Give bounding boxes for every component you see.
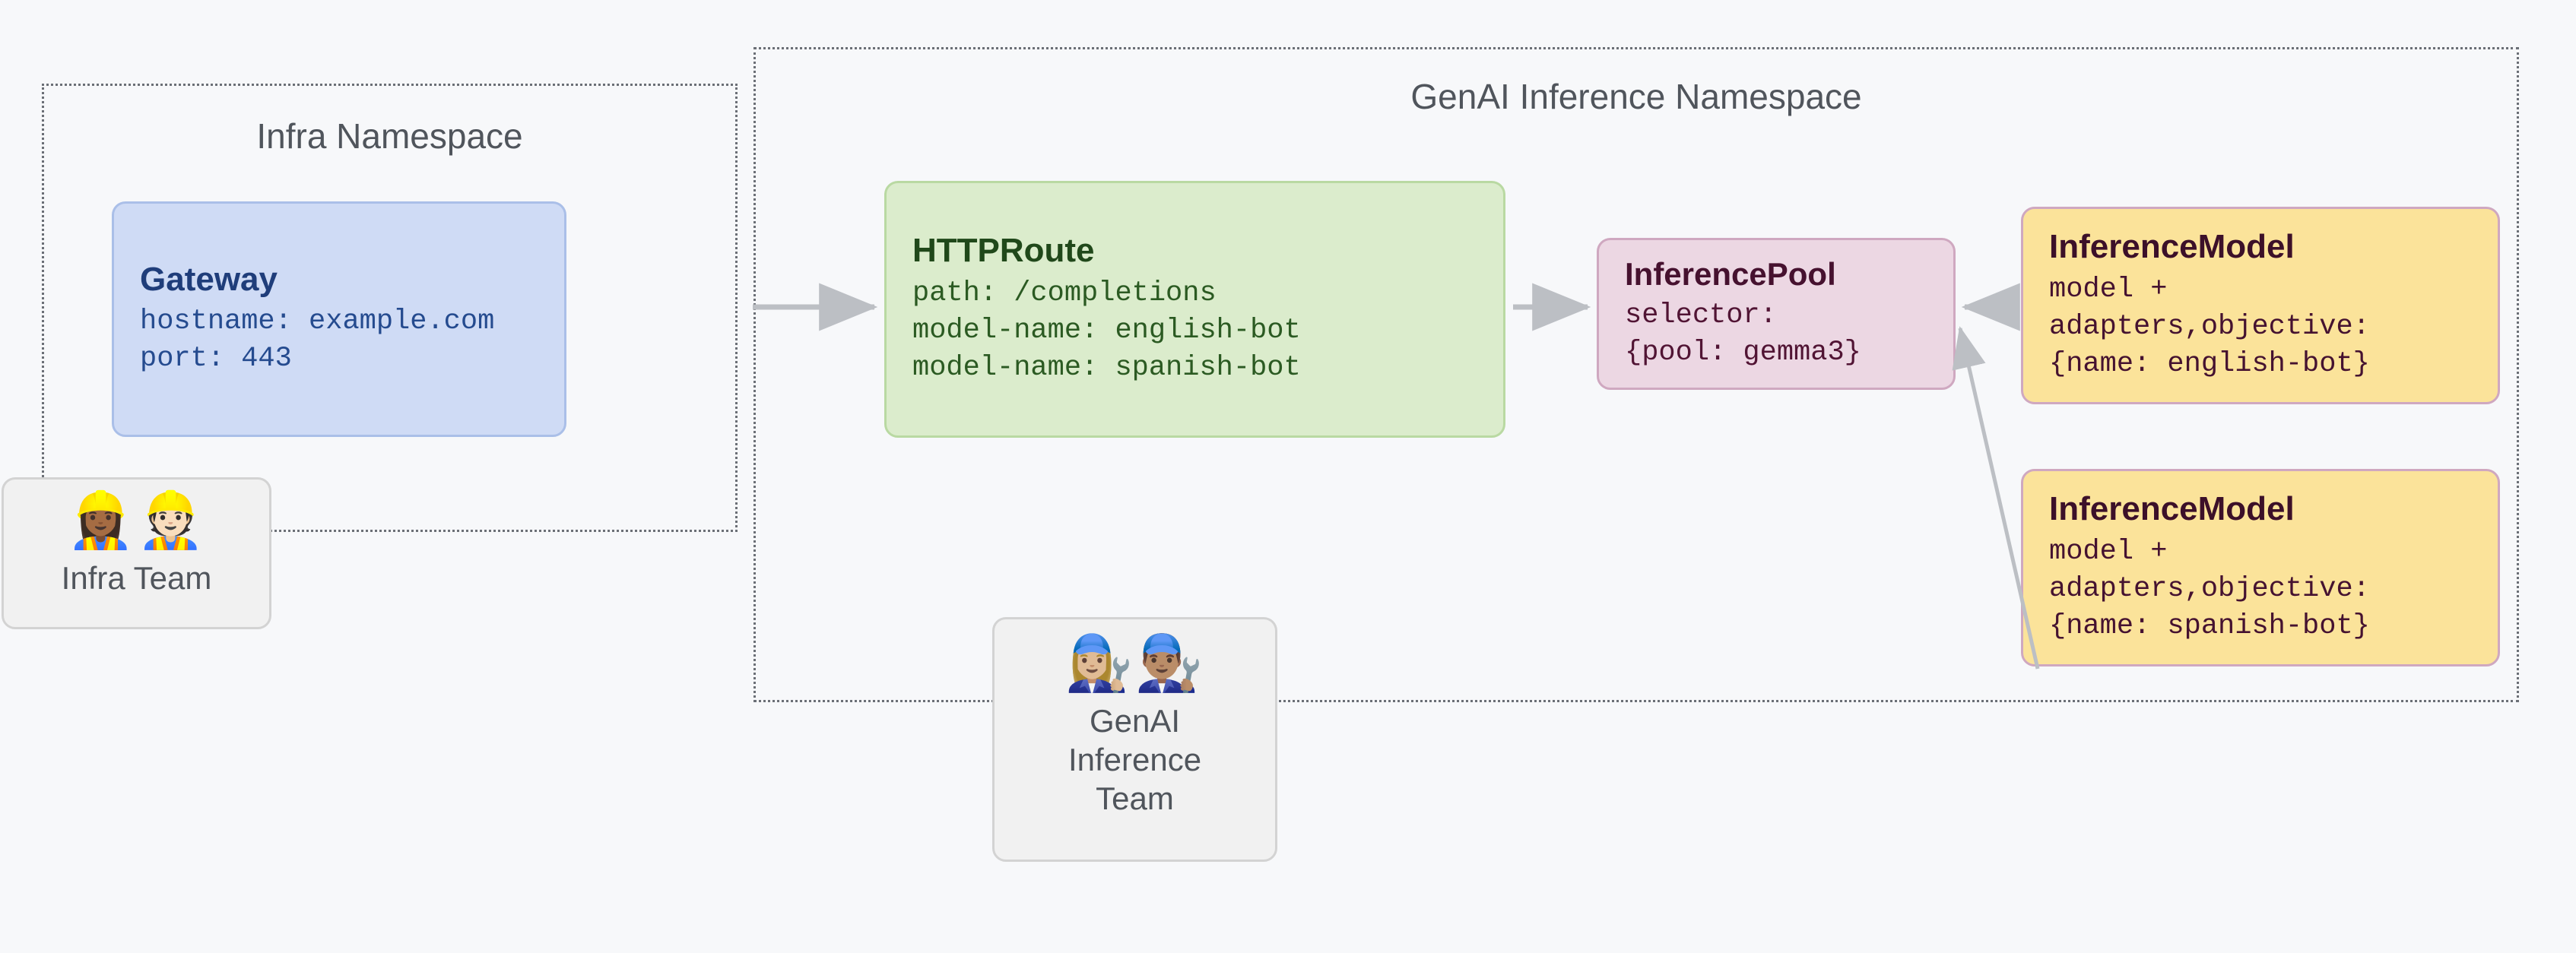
inferencemodel-spanish-line-name: {name: spanish-bot} [2049,609,2370,642]
httproute-line-model-english: model-name: english-bot [912,314,1301,347]
inferencemodel-english-line-model: model + [2049,274,2168,306]
genai-team-label: GenAI Inference Team [1068,703,1202,817]
resource-box-inferencemodel-spanish[interactable]: InferenceModel model + adapters,objectiv… [2021,469,2500,666]
inferencemodel-english-title: InferenceModel [2049,228,2295,266]
resource-box-httproute[interactable]: HTTPRoute path: /completions model-name:… [884,181,1505,438]
team-card-genai[interactable]: 👩🏼‍🔧👨🏽‍🔧 GenAI Inference Team [992,617,1277,862]
inferencemodel-spanish-line-model: model + [2049,536,2168,568]
inferencemodel-spanish-line-adapters: adapters,objective: [2049,572,2370,605]
inferencepool-line-selector: selector: [1625,299,1777,332]
namespace-genai-title: GenAI Inference Namespace [1410,77,1862,116]
infra-team-avatars: 👷🏾‍♀️👷🏻 [66,490,207,551]
team-card-infra[interactable]: 👷🏾‍♀️👷🏻 Infra Team [2,477,271,629]
namespace-genai [753,47,2519,702]
resource-box-gateway[interactable]: Gateway hostname: example.com port: 443 [112,201,566,437]
infra-team-label: Infra Team [61,560,212,596]
resource-box-inferencepool[interactable]: InferencePool selector: {pool: gemma3} [1597,238,1956,390]
gateway-line-port: port: 443 [140,343,292,375]
namespace-infra-title: Infra Namespace [256,116,523,156]
inferencepool-line-selector-value: {pool: gemma3} [1625,337,1861,369]
genai-team-avatars: 👩🏼‍🔧👨🏽‍🔧 [1064,633,1205,694]
inferencemodel-english-line-name: {name: english-bot} [2049,347,2370,380]
httproute-line-path: path: /completions [912,277,1217,310]
inferencemodel-spanish-title: InferenceModel [2049,490,2295,528]
httproute-title: HTTPRoute [912,232,1095,270]
resource-box-inferencemodel-english[interactable]: InferenceModel model + adapters,objectiv… [2021,207,2500,404]
namespace-infra [42,84,738,532]
inferencemodel-english-line-adapters: adapters,objective: [2049,310,2370,343]
inferencepool-title: InferencePool [1625,256,1836,293]
gateway-title: Gateway [140,260,278,298]
gateway-line-hostname: hostname: example.com [140,306,495,338]
httproute-line-model-spanish: model-name: spanish-bot [912,351,1301,384]
